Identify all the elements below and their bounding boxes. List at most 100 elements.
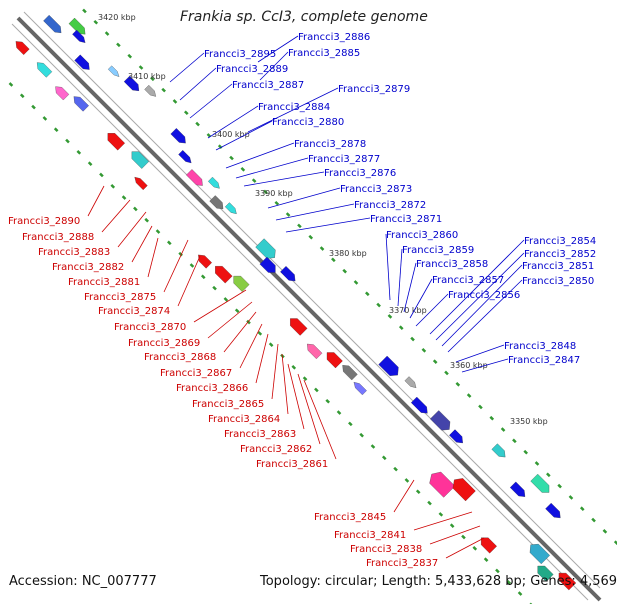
tick-mark <box>53 127 59 133</box>
tick-mark <box>93 19 99 25</box>
label-leader-line <box>235 157 309 179</box>
gene-arrow <box>430 410 451 431</box>
gene-label: Francci3_2838 <box>350 544 422 555</box>
gene-label: Francci3_2856 <box>448 290 520 301</box>
tick-mark <box>517 591 523 596</box>
label-leader-line <box>163 239 189 293</box>
gene-arrow <box>530 473 550 493</box>
label-leader-line <box>393 479 415 513</box>
topology-text: Topology: circular; Length: 5,433,628 bp… <box>260 574 617 589</box>
label-leader-line <box>243 171 325 187</box>
gene-arrow <box>307 343 323 360</box>
tick-mark <box>336 410 342 415</box>
gene-label: Francci3_2858 <box>416 259 488 270</box>
gene-label: Francci3_2852 <box>524 249 596 260</box>
tick-mark <box>285 212 291 217</box>
label-leader-line <box>441 264 523 347</box>
gene-label: Francci3_2883 <box>38 247 110 258</box>
label-leader-line <box>225 142 295 169</box>
gene-arrow <box>198 254 212 269</box>
tick-mark <box>478 404 483 410</box>
tick-mark <box>206 133 212 138</box>
tick-mark <box>82 8 87 14</box>
gene-label: Francci3_2886 <box>298 32 370 43</box>
gene-arrow <box>481 537 497 554</box>
gene-label: Francci3_2837 <box>366 558 438 569</box>
tick-mark <box>579 506 585 512</box>
label-leader-line <box>445 537 485 559</box>
tick-mark <box>183 110 189 116</box>
gene-arrow <box>259 256 276 273</box>
gene-label: Francci3_2863 <box>224 429 296 440</box>
gene-label: Francci3_2882 <box>52 262 124 273</box>
gene-label: Francci3_2868 <box>144 352 216 363</box>
gene-arrow <box>290 318 308 336</box>
gene-arrow <box>255 238 276 259</box>
label-leader-line <box>397 248 403 307</box>
tick-mark <box>449 523 455 529</box>
tick-mark <box>365 291 370 297</box>
label-leader-line <box>131 225 153 263</box>
gene-arrow <box>73 96 89 112</box>
tick-mark <box>523 449 529 455</box>
gene-label: Francci3_2887 <box>232 80 304 91</box>
gene-arrow <box>353 381 367 396</box>
gene-arrow <box>449 429 463 444</box>
genome-title: Frankia sp. CcI3, complete genome <box>180 9 428 25</box>
tick-mark <box>263 189 268 195</box>
label-leader-line <box>267 187 341 209</box>
gene-label: Francci3_2865 <box>192 399 264 410</box>
gene-label: Francci3_2854 <box>524 236 596 247</box>
gene-arrow <box>15 41 30 55</box>
tick-mark <box>325 398 331 404</box>
tick-mark <box>212 285 217 291</box>
tick-mark <box>268 342 274 347</box>
tick-mark <box>150 76 155 82</box>
label-leader-line <box>275 203 355 221</box>
gene-label: Francci3_2869 <box>128 338 200 349</box>
gene-label: Francci3_2880 <box>272 117 344 128</box>
gene-label: Francci3_2845 <box>314 512 386 523</box>
tick-mark <box>121 195 127 200</box>
gene-label: Francci3_2867 <box>160 368 232 379</box>
gene-arrow <box>326 352 343 369</box>
gene-label: Francci3_2890 <box>8 216 80 227</box>
tick-mark <box>353 280 359 285</box>
tick-mark <box>591 517 596 523</box>
gene-label: Francci3_2851 <box>522 261 594 272</box>
label-leader-line <box>409 278 433 319</box>
gene-arrow <box>107 65 120 77</box>
gene-arrow <box>558 572 577 591</box>
gene-label: Francci3_2871 <box>370 214 442 225</box>
label-leader-line <box>281 353 289 415</box>
tick-mark <box>602 529 608 534</box>
kbp-tick-label: 3400 kbp <box>212 130 250 139</box>
gene-arrow <box>107 133 125 151</box>
gene-arrow <box>131 151 150 169</box>
label-leader-line <box>223 311 257 353</box>
tick-mark <box>42 116 48 121</box>
label-leader-line <box>415 293 449 327</box>
label-leader-line <box>385 233 391 301</box>
tick-mark <box>546 472 551 478</box>
gene-arrow <box>55 86 70 101</box>
tick-mark <box>506 579 512 585</box>
backbone-line <box>16 16 602 602</box>
gene-arrow <box>378 355 399 376</box>
tick-mark <box>246 319 251 325</box>
tick-mark <box>155 229 161 234</box>
tick-mark <box>381 455 387 461</box>
tick-mark <box>229 155 234 161</box>
gene-label: Francci3_2859 <box>402 245 474 256</box>
tick-mark <box>376 302 381 308</box>
gene-label: Francci3_2873 <box>340 184 412 195</box>
tick-mark <box>200 274 206 280</box>
tick-mark <box>410 336 415 342</box>
tick-mark <box>144 217 149 223</box>
tick-mark <box>404 478 410 483</box>
label-leader-line <box>147 237 159 278</box>
tick-mark <box>489 415 495 421</box>
tick-mark <box>251 178 257 183</box>
tick-mark <box>161 87 166 93</box>
gene-arrow <box>215 266 233 284</box>
